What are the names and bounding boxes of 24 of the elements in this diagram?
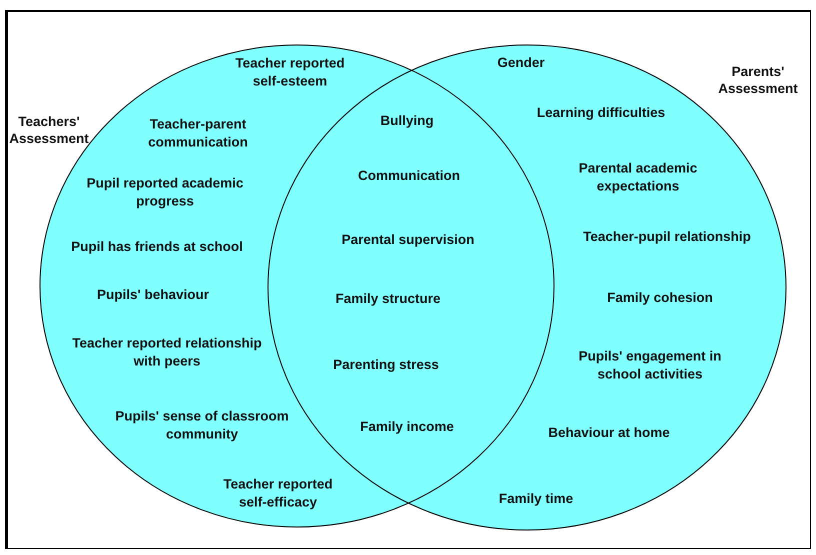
circle-heading: Teachers' Assessment: [8, 114, 90, 148]
factor-label: Teacher-parent communication: [147, 115, 249, 151]
factor-label: Teacher reported self-esteem: [234, 54, 346, 90]
circle-heading: Parents' Assessment: [717, 64, 799, 98]
factor-label: Family structure: [334, 290, 442, 308]
factor-label: Pupils' behaviour: [96, 286, 210, 304]
factor-label: Pupils' sense of classroom community: [114, 407, 290, 443]
factor-label: Behaviour at home: [547, 424, 671, 442]
factor-label: Parental academic expectations: [578, 159, 698, 195]
factor-label: Pupils' engagement in school activities: [578, 347, 722, 383]
factor-label: Parenting stress: [332, 356, 440, 374]
factor-label: Learning difficulties: [536, 104, 666, 122]
factor-label: Communication: [356, 167, 461, 185]
factor-label: Teacher reported relationship with peers: [72, 334, 262, 370]
factor-label: Teacher reported self-efficacy: [222, 475, 334, 511]
factor-label: Pupil reported academic progress: [86, 174, 244, 210]
factor-label: Pupil has friends at school: [70, 238, 244, 256]
factor-label: Family cohesion: [606, 289, 714, 307]
factor-label: Family time: [498, 490, 574, 508]
factor-label: Gender: [496, 54, 546, 72]
factor-label: Family income: [359, 418, 455, 436]
factor-label: Bullying: [379, 112, 435, 130]
factor-label: Parental supervision: [340, 231, 476, 249]
factor-label: Teacher-pupil relationship: [582, 228, 752, 246]
